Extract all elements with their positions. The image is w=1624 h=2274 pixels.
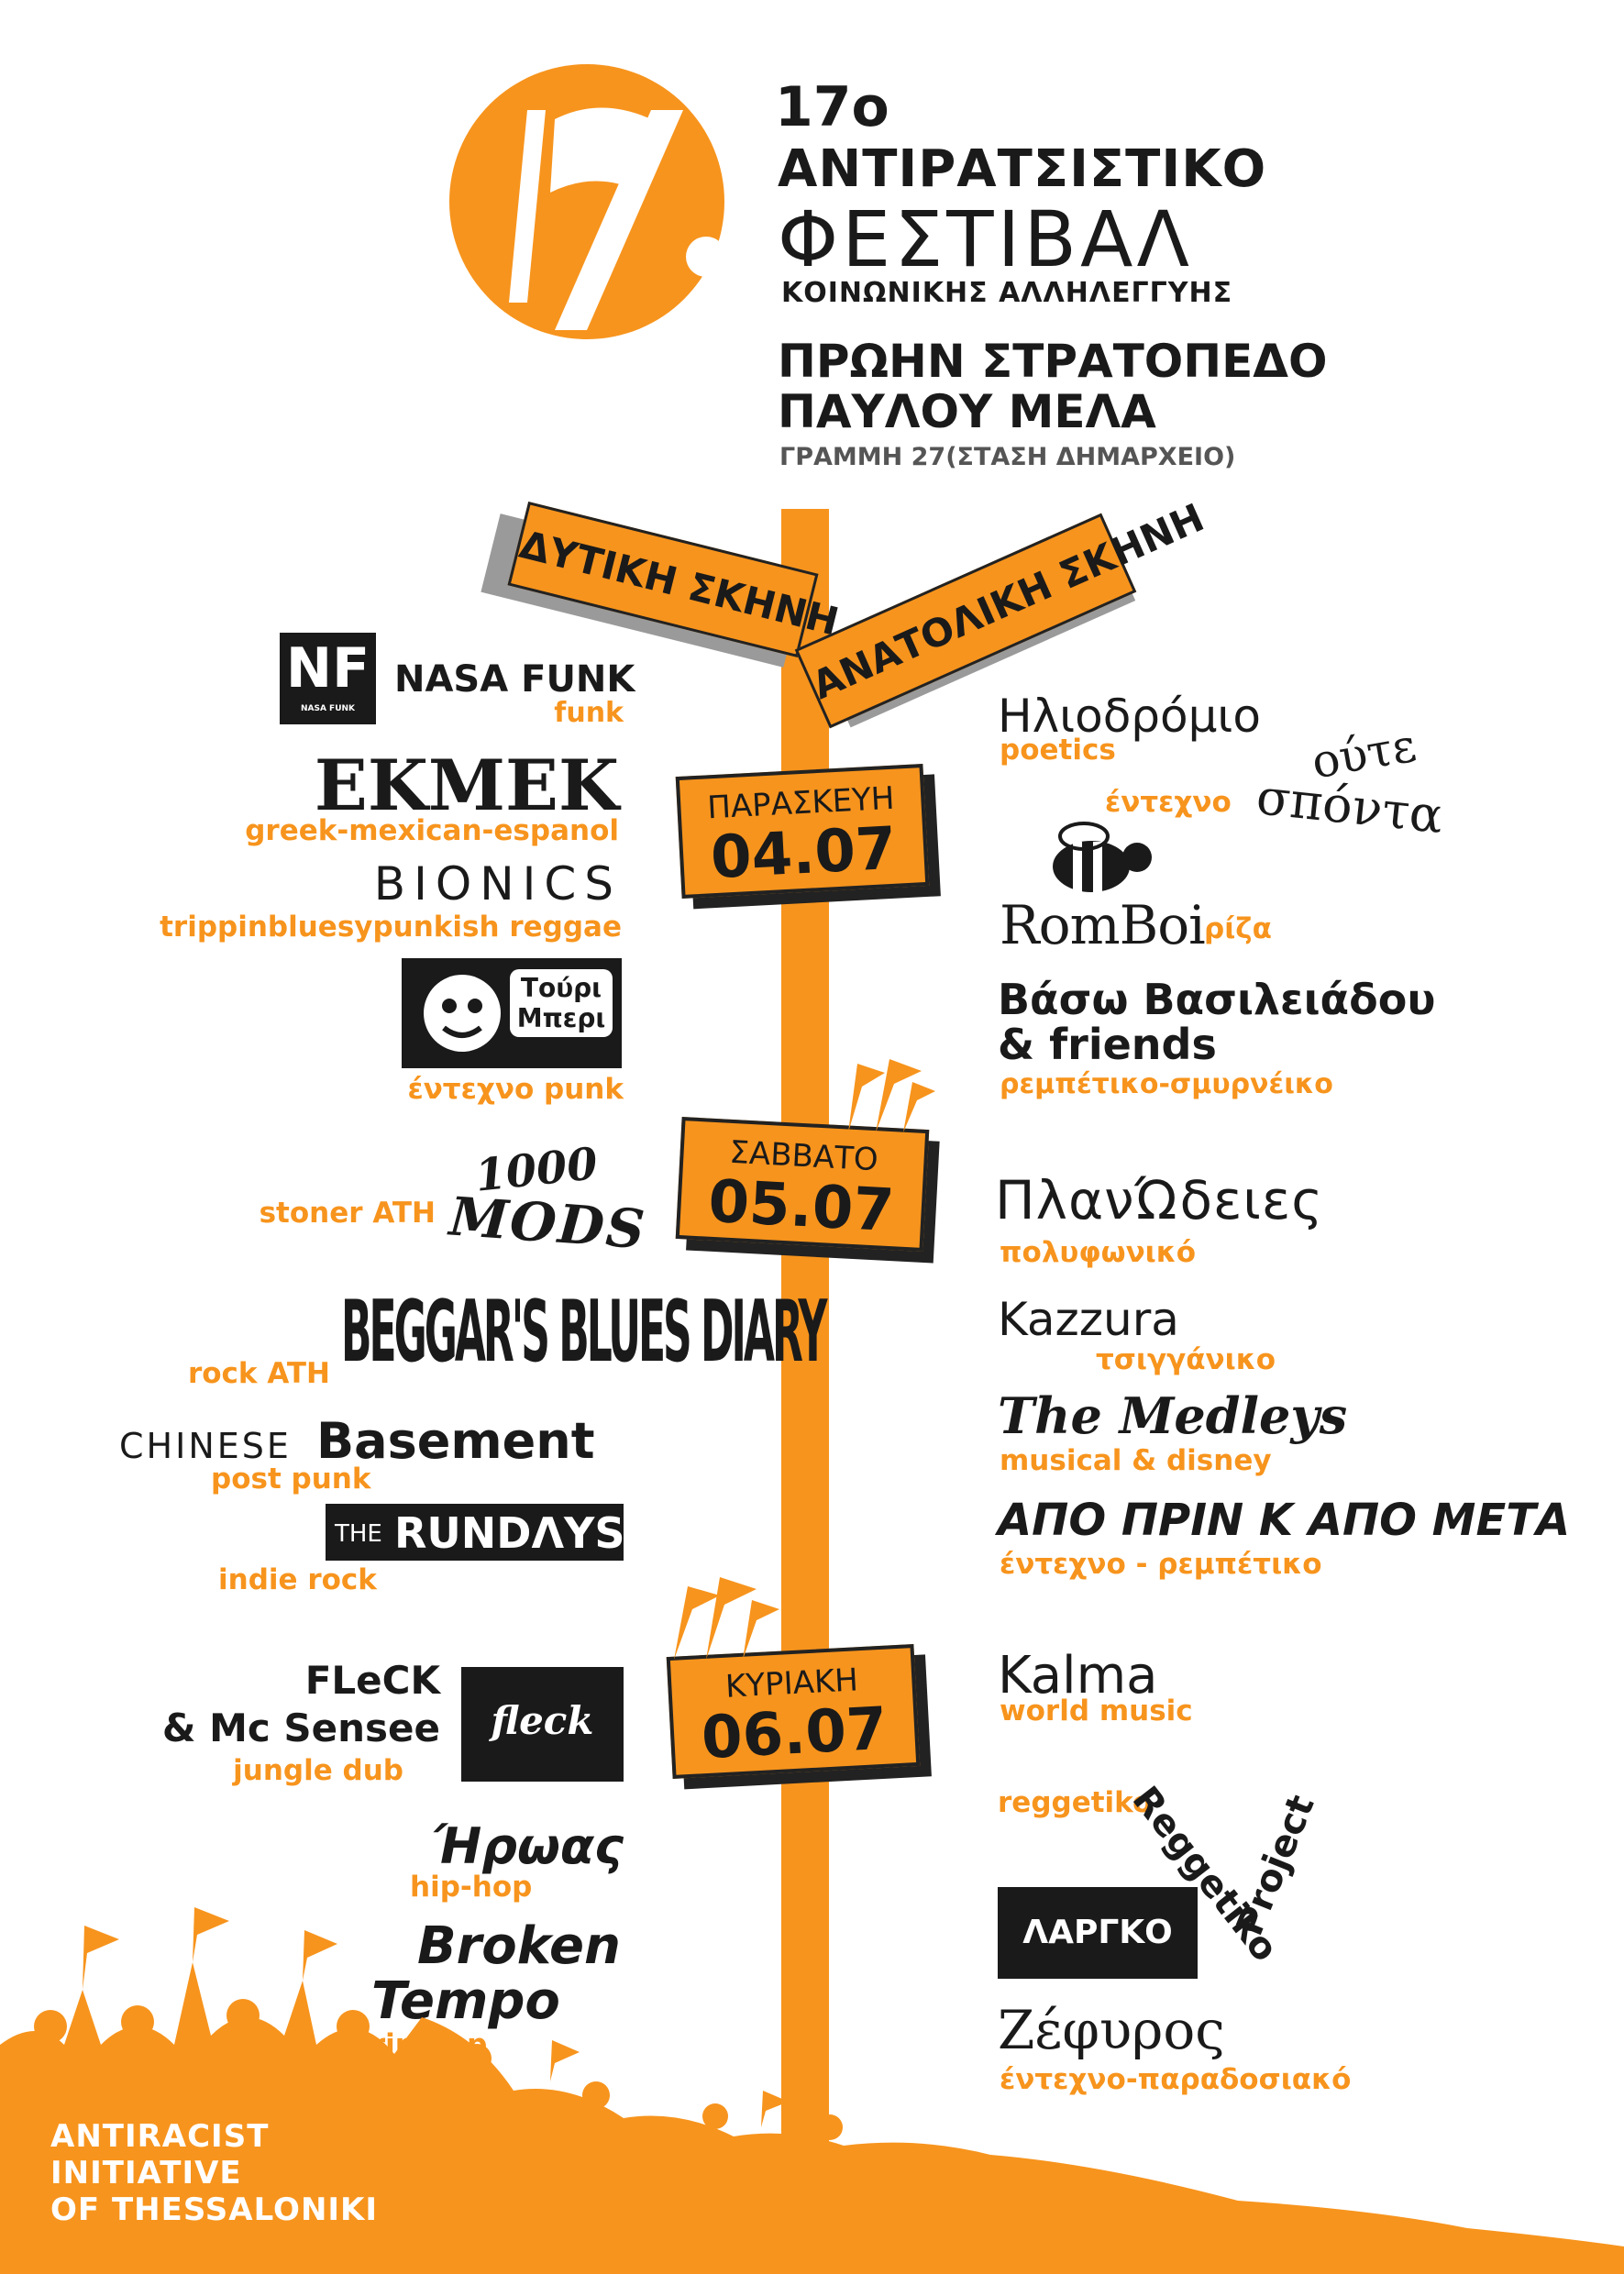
band-nasa-funk: NASA FUNK bbox=[394, 658, 635, 701]
band-1000-mods-bottom: MODS bbox=[447, 1185, 649, 1262]
band-fleck-line2: & Mc Sensee bbox=[161, 1706, 440, 1750]
festival-logo bbox=[449, 64, 726, 339]
nasa-funk-logo-small: NASA FUNK bbox=[300, 704, 356, 713]
the-rundays-logo: THE RUNDΛYS bbox=[326, 1504, 625, 1561]
band-broken-tempo-line2: Tempo bbox=[371, 1971, 560, 2031]
genre-nasa-funk: funk bbox=[554, 697, 624, 729]
touri-mperi-logo: Τούρι Μπερι bbox=[402, 958, 622, 1068]
date-label: 06.07 bbox=[700, 1694, 889, 1773]
band-broken-tempo-line1: Broken bbox=[417, 1916, 621, 1976]
band-zefyros: Ζέφυρος bbox=[998, 1999, 1225, 2061]
nasa-funk-logo-text: NF bbox=[285, 636, 370, 701]
band-fleck-line1: FLeCK bbox=[304, 1658, 440, 1703]
nasa-funk-logo: NF NASA FUNK bbox=[280, 633, 376, 724]
band-chinese-basement-part1: CHINESE bbox=[119, 1426, 292, 1466]
bee-icon bbox=[1053, 822, 1152, 892]
fleck-logo-text: fleck bbox=[491, 1698, 594, 1743]
fleck-logo: fleck bbox=[461, 1667, 624, 1782]
date-sign-saturday: ΣΑΒΒΑΤΟ 05.07 bbox=[675, 1117, 930, 1252]
band-beggars-blues-diary: BEGGAR'S BLUES DIARY bbox=[341, 1284, 827, 1383]
date-label: 04.07 bbox=[709, 814, 899, 893]
festival-title-line2: ΦΕΣΤΙΒΑΛ bbox=[778, 194, 1193, 284]
band-planodeies: ΠλανΏδειες bbox=[995, 1169, 1324, 1231]
band-kazzura: Kazzura bbox=[998, 1293, 1179, 1346]
band-iliodromio: Ηλιοδρόμιο bbox=[998, 690, 1261, 743]
face-icon bbox=[424, 975, 501, 1052]
band-apo-prin: ΑΠΟ ΠΡΙΝ Κ ΑΠΟ ΜΕΤΑ bbox=[998, 1495, 1571, 1546]
genre-chinese-basement: post punk bbox=[211, 1463, 371, 1496]
band-oute-sponta-bottom: σπόντα bbox=[1254, 767, 1446, 845]
date-sign-friday: ΠΑΡΑΣΚΕΥΗ 04.07 bbox=[675, 764, 930, 899]
date-sign-sunday: ΚΥΡΙΑΚΗ 06.07 bbox=[666, 1644, 921, 1779]
genre-the-medleys: musical & disney bbox=[1000, 1444, 1272, 1477]
band-the-medleys: The Medleys bbox=[998, 1386, 1348, 1445]
venue-line1: ΠΡΩΗΝ ΣΤΡΑΤΟΠΕΔΟ bbox=[778, 335, 1328, 388]
venue-line2: ΠΑΥΛΟΥ ΜΕΛΑ bbox=[778, 385, 1156, 438]
genre-touri-mperi: έντεχνο punk bbox=[407, 1073, 624, 1106]
the-rundays-prefix: THE bbox=[335, 1520, 382, 1548]
band-largko: ΛΑΡΓΚΟ bbox=[1022, 1914, 1173, 1951]
genre-iliodromio: poetics bbox=[1000, 734, 1116, 767]
footer-line2: INITIATIVE bbox=[50, 2155, 242, 2191]
band-oute-sponta: ούτε σπόντα bbox=[1254, 719, 1449, 845]
flags-icon bbox=[674, 1577, 779, 1660]
genre-the-rundays: indie rock bbox=[218, 1563, 377, 1596]
footer-line3: OF THESSALONIKI bbox=[50, 2191, 379, 2228]
band-romboi: RomBoi bbox=[1000, 894, 1206, 956]
genre-ekmek: greek-mexican-espanol bbox=[245, 814, 619, 847]
genre-kalma: world music bbox=[1000, 1694, 1193, 1728]
band-hroas: Ήρωας bbox=[431, 1817, 624, 1875]
band-chinese-basement-part2: Basement bbox=[316, 1412, 595, 1470]
crowd-silhouette bbox=[0, 1907, 1624, 2274]
genre-fleck: jungle dub bbox=[233, 1754, 403, 1787]
genre-zefyros: έντεχνο-παραδοσιακό bbox=[1000, 2063, 1352, 2096]
festival-title-line3: ΚΟΙΝΩΝΙΚΗΣ ΑΛΛΗΛΕΓΓΥΗΣ bbox=[781, 277, 1233, 309]
band-vaso-line2: & friends bbox=[998, 1020, 1217, 1069]
band-bionics: BIONICS bbox=[373, 857, 622, 911]
festival-edition: 17ο bbox=[775, 75, 889, 139]
band-kalma: Kalma bbox=[998, 1646, 1158, 1706]
east-stage-label: ΑΝΑΤΟΛΙΚΗ ΣΚΗΝΗ bbox=[805, 494, 1211, 709]
genre-kazzura: τσιγγάνικο bbox=[1096, 1343, 1276, 1376]
date-label: 05.07 bbox=[706, 1167, 896, 1246]
touri-mperi-name2: Μπερι bbox=[516, 1003, 606, 1033]
band-vaso-line1: Βάσω Βασιλειάδου bbox=[998, 975, 1436, 1024]
footer-line1: ANTIRACIST bbox=[50, 2118, 270, 2155]
genre-1000-mods: stoner ATH bbox=[259, 1197, 436, 1230]
the-rundays-name: RUNDΛYS bbox=[394, 1508, 625, 1558]
touri-mperi-label: Τούρι Μπερι bbox=[510, 969, 613, 1037]
genre-hroas: hip-hop bbox=[410, 1871, 533, 1904]
genre-apo-prin: έντεχνο - ρεμπέτικο bbox=[1000, 1548, 1322, 1581]
genre-bionics: trippinbluesypunkish reggae bbox=[160, 911, 622, 944]
festival-title-line1: ΑΝΤΙΡΑΤΣΙΣΤΙΚΟ bbox=[778, 139, 1267, 199]
genre-reggetiko: reggetiko bbox=[998, 1786, 1153, 1819]
touri-mperi-name1: Τούρι bbox=[520, 973, 602, 1003]
genre-oute-sponta: έντεχνο bbox=[1105, 786, 1232, 819]
band-1000-mods: 1000 MODS bbox=[447, 1138, 648, 1261]
flags-icon bbox=[848, 1059, 935, 1132]
transport-info: ΓΡΑΜΜΗ 27(ΣΤΑΣΗ ΔΗΜΑΡΧΕΙΟ) bbox=[779, 443, 1236, 471]
band-ekmek: ΕΚΜΕΚ bbox=[314, 745, 619, 826]
genre-romboi: ρίζα bbox=[1204, 912, 1272, 945]
genre-beggars-blues-diary: rock ATH bbox=[187, 1357, 330, 1390]
largko-logo: ΛΑΡΓΚΟ bbox=[998, 1887, 1198, 1979]
genre-vaso: ρεμπέτικο-σμυρνέικο bbox=[1000, 1068, 1333, 1100]
genre-planodeies: πολυφωνικό bbox=[1000, 1236, 1197, 1269]
